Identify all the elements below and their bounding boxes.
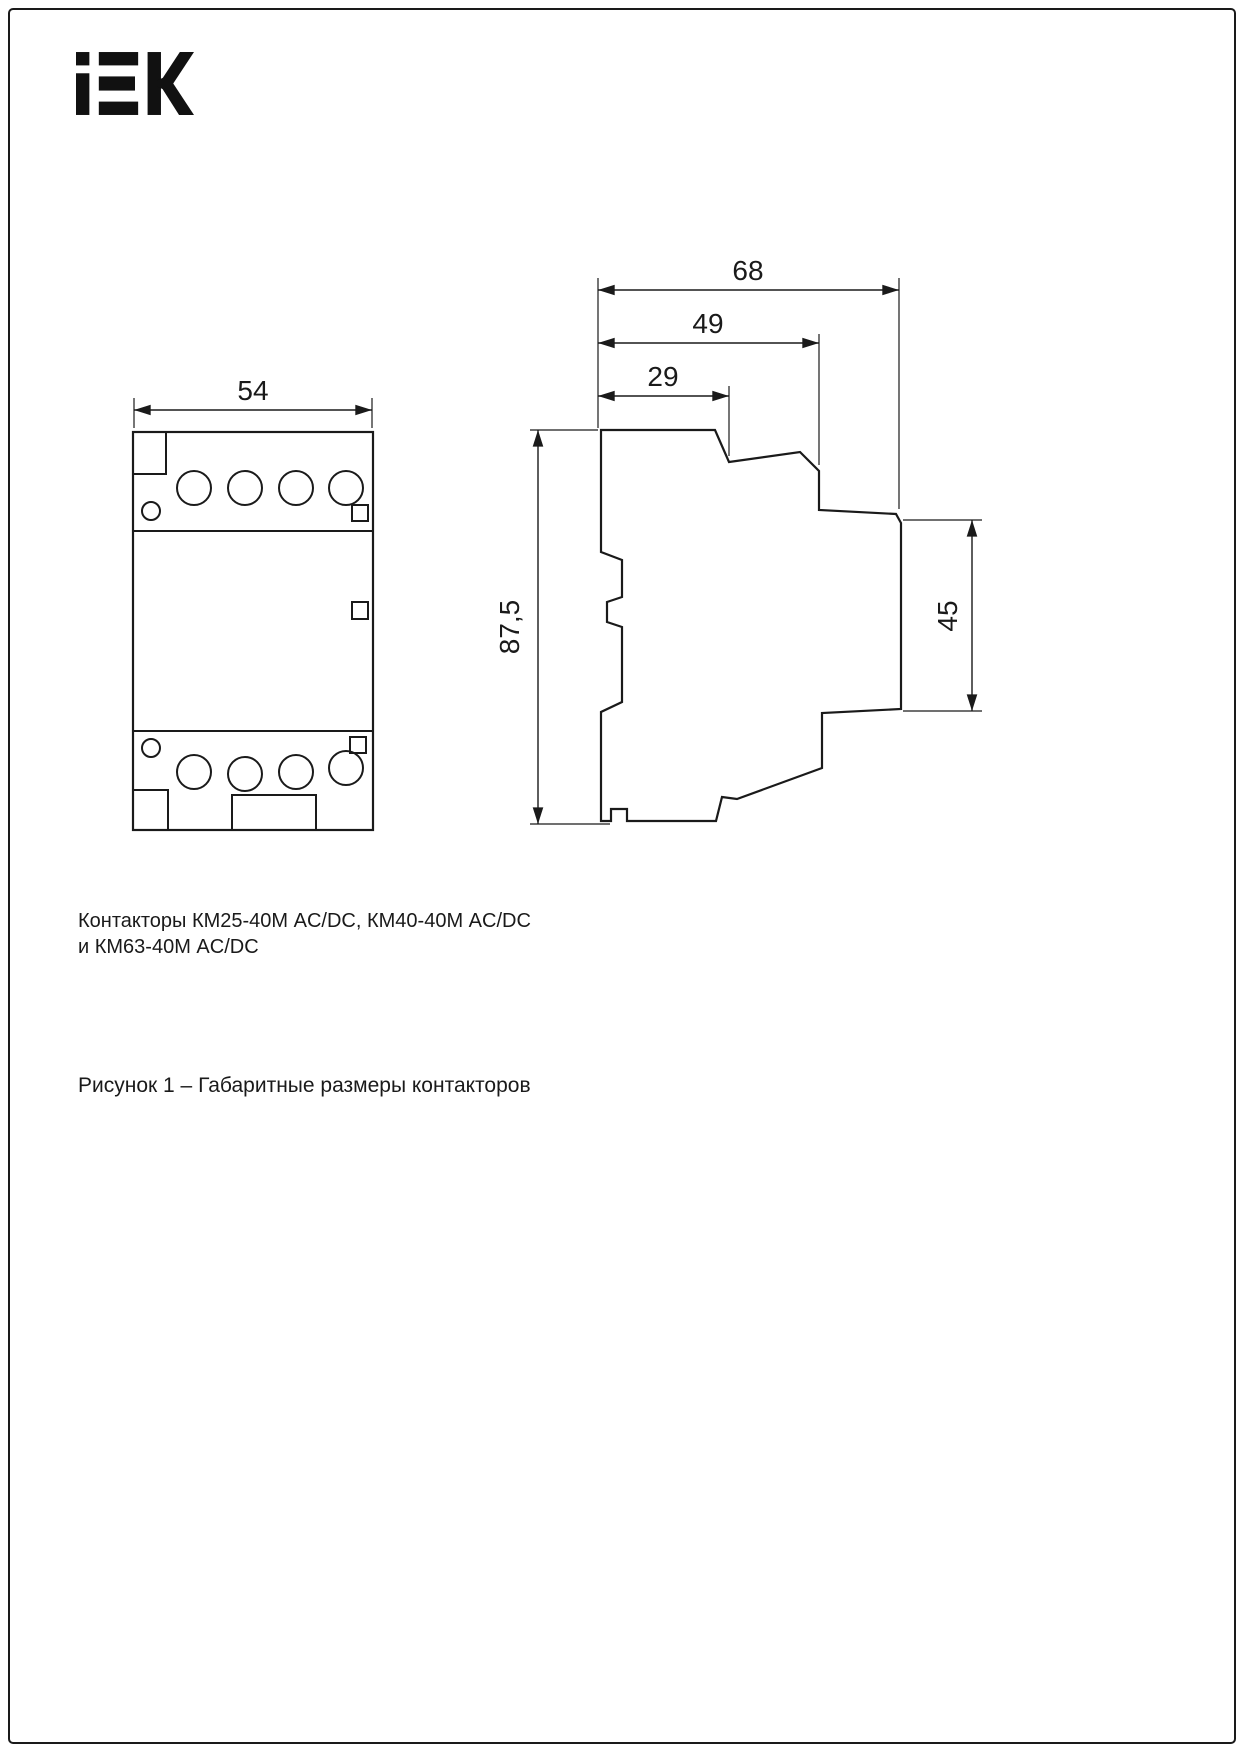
front-bottom-center-clip xyxy=(231,794,317,830)
models-caption-line2: и КМ63-40М AC/DC xyxy=(78,936,259,958)
front-bottom-right-square xyxy=(349,736,367,754)
front-top-right-square xyxy=(351,504,369,522)
dimension-front-width: 54 xyxy=(133,375,373,428)
side-view-profile xyxy=(599,428,903,823)
front-top-small-hole xyxy=(141,501,161,521)
dimension-side-rail-height: 45 xyxy=(903,519,982,712)
front-top-left-tab xyxy=(133,432,167,475)
front-bottom-left-foot xyxy=(133,789,169,830)
dim-label-87-5: 87,5 xyxy=(494,600,525,655)
dimension-side-depth-front: 29 xyxy=(598,361,730,456)
front-top-terminals xyxy=(141,470,369,522)
figure-caption: Рисунок 1 – Габаритные размеры контактор… xyxy=(78,1074,531,1097)
side-view xyxy=(599,428,903,823)
dimension-side-depth-total: 68 xyxy=(597,255,900,509)
front-bottom-terminals xyxy=(141,736,367,792)
front-view xyxy=(131,430,375,832)
models-caption: Контакторы КМ25-40М AC/DC, КМ40-40М AC/D… xyxy=(78,908,531,960)
dim-label-45: 45 xyxy=(932,600,963,631)
dim-label-49: 49 xyxy=(692,308,723,339)
iek-logo-glyphs xyxy=(76,52,194,115)
front-view-body xyxy=(131,430,375,832)
models-caption-line1: Контакторы КМ25-40М AC/DC, КМ40-40М AC/D… xyxy=(78,910,531,932)
front-bottom-small-hole xyxy=(141,738,161,758)
front-middle-square xyxy=(351,601,369,620)
dimensional-drawing: 54 68 49 29 87,5 xyxy=(131,255,982,832)
dimension-side-height: 87,5 xyxy=(494,429,610,825)
dim-label-29: 29 xyxy=(647,361,678,392)
dim-label-54: 54 xyxy=(237,375,268,406)
dimension-side-depth-middle: 49 xyxy=(598,308,820,465)
iek-logo: iEK xyxy=(76,52,194,115)
dim-label-68: 68 xyxy=(732,255,763,286)
